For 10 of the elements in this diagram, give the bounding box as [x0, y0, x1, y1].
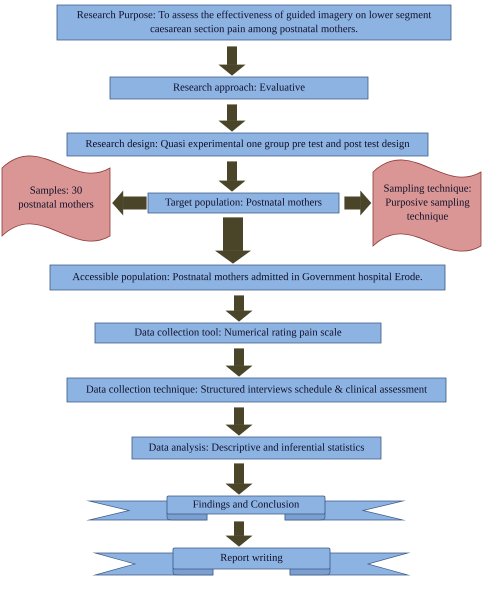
process-box: Research design: Quasi experimental one group pre test and post test design [66, 132, 428, 156]
process-box: Research Purpose: To assess the effectiveness of guided imagery on lower segment caesarean section pain among postnatal mothers. [56, 4, 452, 40]
process-box: Data collection technique: Structured interviews schedule & clinical assessment [66, 378, 446, 402]
ribbon-banner: Report writing [92, 548, 411, 576]
process-box: Data analysis: Descriptive and inferential statistics [132, 436, 382, 460]
ribbon-banner: Findings and Conclusion [86, 496, 406, 520]
process-box: Research approach: Evaluative [110, 76, 368, 100]
process-box: Data collection tool: Numerical rating pain scale [94, 322, 382, 344]
process-box: Accessible population: Postnatal mothers admitted in Government hospital Erode. [50, 264, 446, 290]
process-box: Target population: Postnatal mothers [148, 192, 340, 214]
